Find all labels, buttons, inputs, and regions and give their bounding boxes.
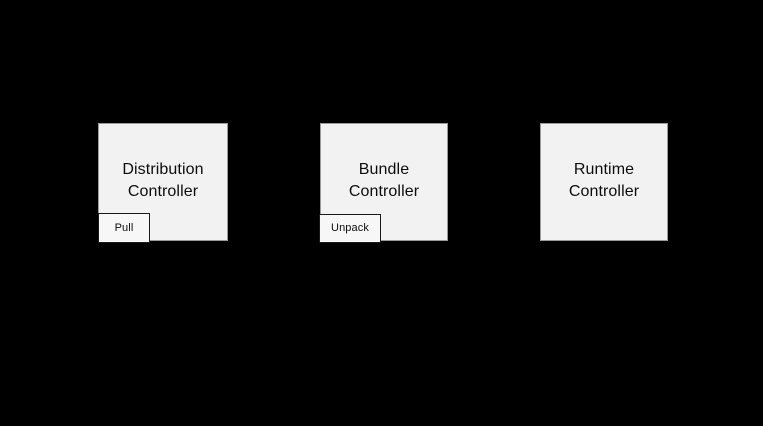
tab-pull[interactable]: Pull [98,213,150,243]
node-label: Distribution Controller [122,161,204,200]
tab-label: Unpack [331,222,369,234]
node-label: Bundle Controller [348,161,420,200]
node-runtime-controller[interactable]: Runtime Controller [540,123,668,241]
tab-unpack[interactable]: Unpack [319,214,381,243]
node-label: Runtime Controller [568,161,640,200]
tab-label: Pull [114,221,134,234]
